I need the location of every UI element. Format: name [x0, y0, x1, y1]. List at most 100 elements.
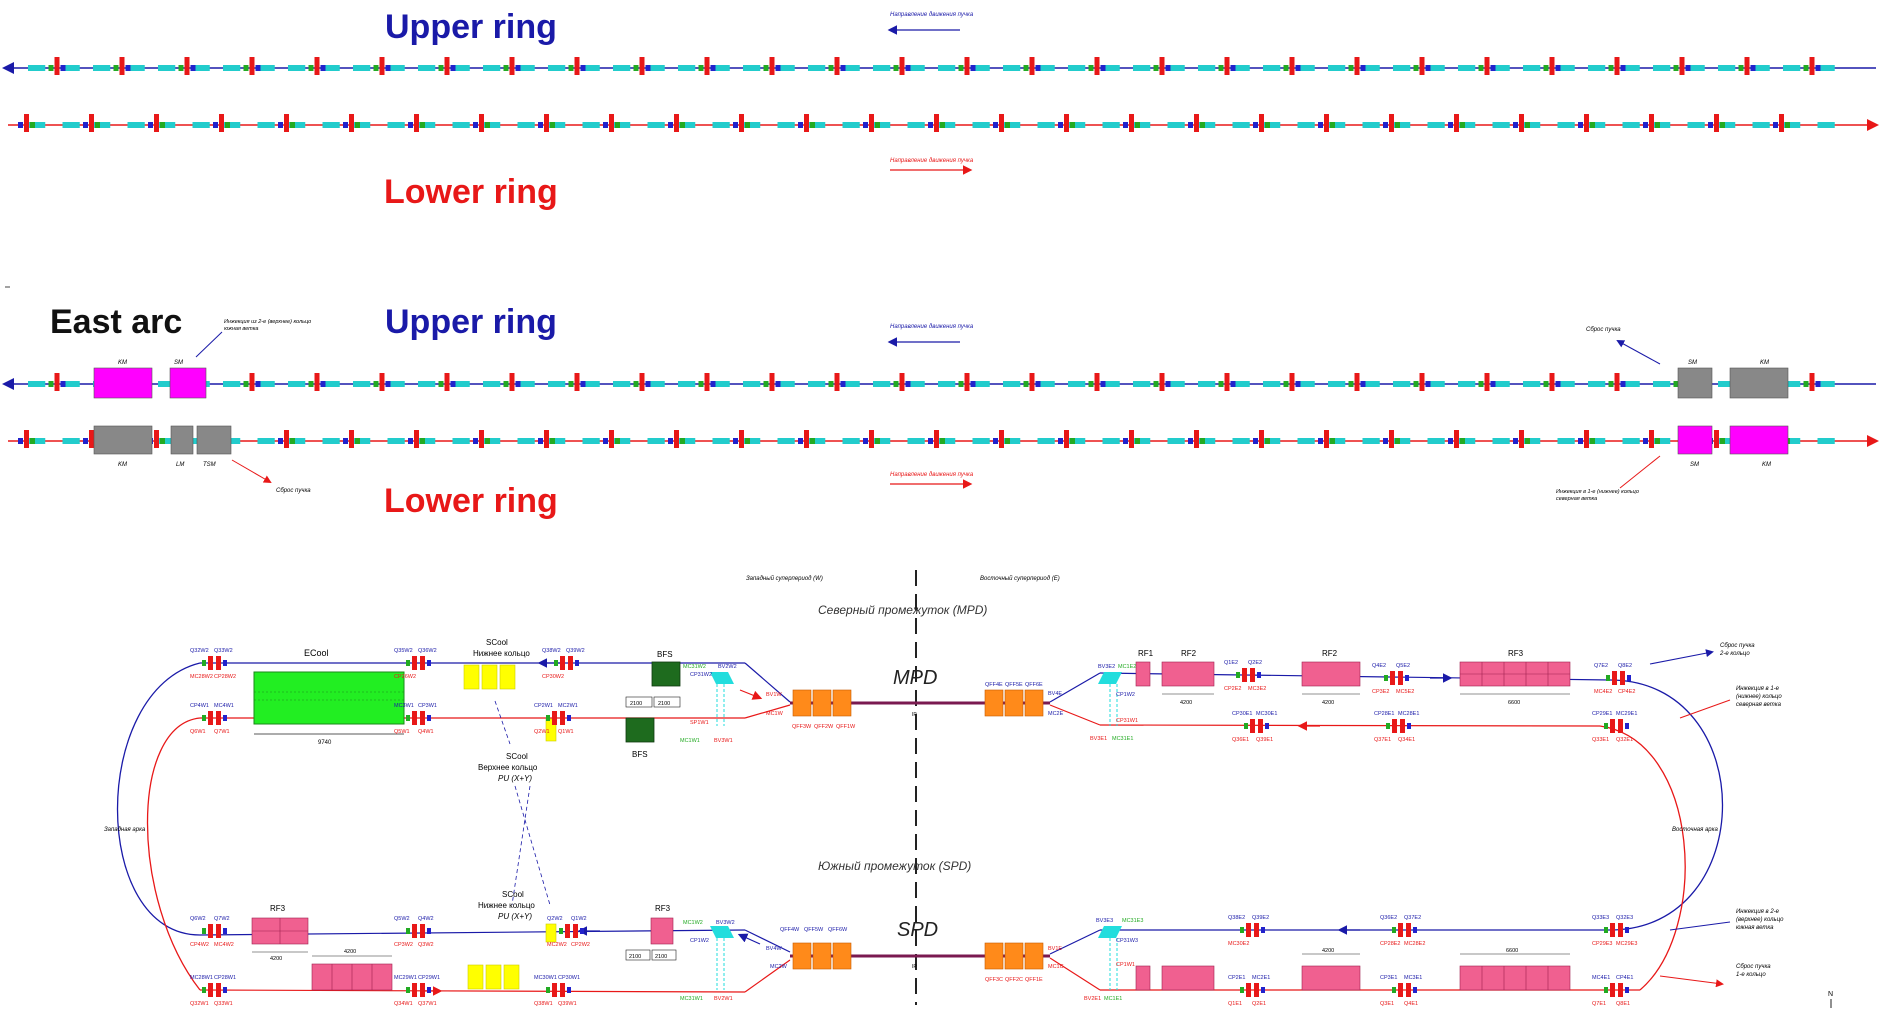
magnet-tag: CP4E2	[1618, 689, 1635, 695]
dipole-magnet	[387, 381, 405, 387]
corrector-magnet	[1525, 122, 1530, 128]
magnet-tag: Q1E2	[1224, 660, 1238, 666]
dipole-magnet	[548, 65, 566, 71]
quadrupole-magnet	[739, 430, 744, 448]
quadrupole-magnet	[412, 711, 417, 725]
corrector-magnet	[559, 928, 563, 934]
bpm-monitor	[840, 381, 846, 387]
dipole-magnet	[938, 122, 956, 128]
magnet-tag: Q38W2	[542, 648, 561, 654]
magnet-tag: Q1W2	[571, 916, 587, 922]
quadrupole-magnet	[899, 57, 905, 75]
magnet-tag: CP1W1	[1116, 962, 1135, 968]
bpm-monitor	[1773, 122, 1778, 128]
corrector-magnet	[680, 122, 685, 128]
quadrupole-magnet	[560, 983, 565, 997]
corrector-magnet	[940, 122, 945, 128]
dipole-magnet	[972, 381, 990, 387]
bpm-monitor	[1383, 122, 1388, 128]
magnet-tag: CP3W2	[394, 942, 413, 948]
magnet-tag: Q33E1	[1592, 737, 1609, 743]
bpm-monitor	[515, 65, 521, 71]
scool-mid-line3: PU (X+Y)	[498, 774, 532, 783]
quadrupole-magnet	[249, 57, 255, 75]
dipole-magnet	[1492, 381, 1510, 387]
quadrupole-magnet	[1484, 57, 1490, 75]
quadrupole-magnet	[479, 430, 484, 448]
magnet-tag: MC29E1	[1616, 711, 1637, 717]
bpm-monitor	[427, 660, 431, 666]
magnet-tag: Q6W2	[190, 916, 206, 922]
corrector-magnet	[438, 381, 444, 387]
corrector-magnet	[503, 381, 509, 387]
quadrupole-magnet	[208, 924, 213, 938]
corrector-magnet	[1604, 987, 1608, 993]
dipole-magnet	[613, 438, 631, 444]
ecool-block	[253, 671, 405, 725]
quadrupole-magnet	[869, 114, 874, 132]
dipole-magnet	[938, 381, 956, 387]
corrector-magnet	[95, 122, 100, 128]
dipole-magnet	[1557, 438, 1575, 444]
quadrupole-magnet	[1324, 114, 1329, 132]
magnet-tag: QFF2C	[1005, 977, 1023, 983]
dipole-magnet	[452, 122, 470, 128]
dipole-magnet	[62, 381, 80, 387]
magnet-tag: MC30E1	[1256, 711, 1277, 717]
dipole-magnet	[1427, 381, 1445, 387]
corrector-magnet	[1608, 65, 1614, 71]
corrector-magnet	[1392, 927, 1396, 933]
dump-top-line2: 2-е кольцо	[1719, 651, 1750, 657]
quadrupole-magnet	[412, 983, 417, 997]
bpm-monitor	[1625, 723, 1629, 729]
bpm-monitor	[18, 122, 23, 128]
dipole-magnet	[1557, 65, 1575, 71]
dipole-magnet	[1783, 122, 1801, 128]
magnet-tag: CP30W2	[542, 674, 564, 680]
dipole-magnet	[1783, 438, 1801, 444]
magnet-tag: BV4E	[1048, 691, 1062, 697]
dipole-magnet	[223, 381, 241, 387]
dipole-magnet	[1102, 438, 1120, 444]
dipole-magnet	[1752, 122, 1770, 128]
corrector-magnet	[420, 438, 425, 444]
magnet-tag: Q2W2	[547, 916, 563, 922]
sm-label-upper-west: SM	[174, 360, 183, 366]
sm-label-lower-east: SM	[1690, 462, 1699, 468]
magnet-tag: Q3E1	[1380, 1001, 1394, 1007]
quadrupole-magnet	[420, 656, 425, 670]
dipole-magnet	[1523, 65, 1541, 71]
km-magnet-lower-west	[93, 425, 153, 455]
bpm-monitor	[580, 65, 586, 71]
corrector-magnet	[875, 438, 880, 444]
bpm-monitor	[1555, 65, 1561, 71]
quadrupole-magnet	[284, 430, 289, 448]
dipole-magnet	[257, 381, 275, 387]
corrector-magnet	[1135, 122, 1140, 128]
dipole-magnet	[1003, 438, 1021, 444]
panel1-direction-notes: Направление движения пучка Направление д…	[887, 12, 974, 175]
compass-label: N	[1828, 991, 1833, 998]
corrector-magnet	[1720, 438, 1725, 444]
quadrupole-magnet	[24, 114, 29, 132]
quadrupole-magnet	[769, 57, 775, 75]
dipole-magnet	[907, 65, 925, 71]
dipole-magnet	[1263, 122, 1281, 128]
quadrupole-magnet	[568, 656, 573, 670]
quadrupole-magnet	[412, 656, 417, 670]
corrector-magnet	[290, 438, 295, 444]
dipole-magnet	[1198, 122, 1216, 128]
magnet-tag: CP1W2	[1116, 692, 1135, 698]
magnet-tag: Q33W1	[214, 1001, 233, 1007]
panel2-lower-direction-note: Направление движения пучка	[890, 472, 974, 478]
magnet-tag: MC28E2	[1404, 941, 1425, 947]
corrector-magnet	[633, 381, 639, 387]
quadrupole-magnet	[1064, 114, 1069, 132]
bpm-monitor	[320, 381, 326, 387]
bpm-monitor	[1035, 65, 1041, 71]
magnet-tag: Q35W2	[394, 648, 413, 654]
km-label-lower-east: KM	[1762, 462, 1771, 468]
magnet-tag: QFF3C	[985, 977, 1003, 983]
dipole-magnet	[452, 65, 470, 71]
bfs-length-2: 2100	[658, 701, 670, 707]
